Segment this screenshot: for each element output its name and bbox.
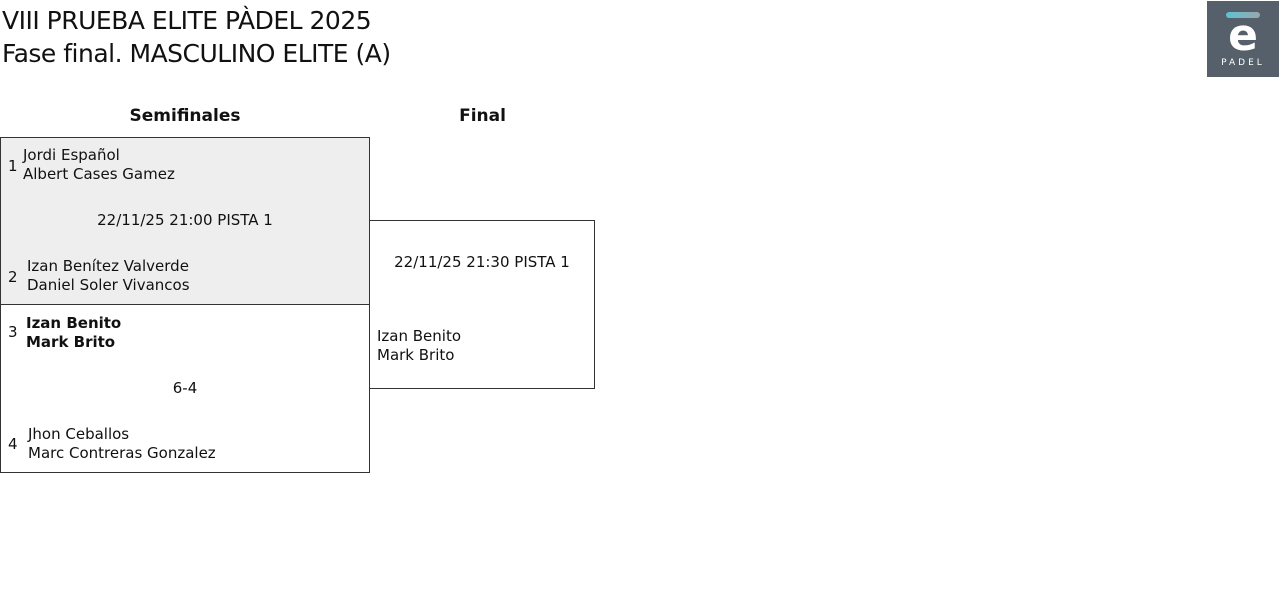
player: Marc Contreras Gonzalez (28, 444, 216, 462)
column-semifinales: Semifinales (129, 106, 241, 126)
match-semifinal-1[interactable] (0, 137, 370, 305)
player: Albert Cases Gamez (23, 165, 175, 183)
match-info: 22/11/25 21:00 PISTA 1 (97, 211, 273, 229)
match-final[interactable] (369, 220, 595, 389)
player: Izan Benítez Valverde (27, 257, 189, 275)
seed: 2 (8, 268, 18, 286)
seed: 1 (8, 157, 18, 175)
player: Jordi Español (23, 146, 120, 164)
match-score: 6-4 (172, 379, 198, 397)
player-winner: Izan Benito (26, 314, 122, 332)
player: Izan Benito (377, 327, 462, 345)
seed: 4 (8, 435, 18, 453)
page-subtitle: Fase final. MASCULINO ELITE (A) (2, 39, 391, 68)
player: Daniel Soler Vivancos (27, 276, 190, 294)
page-title: VIII PRUEBA ELITE PÀDEL 2025 (2, 6, 372, 35)
match-info: 22/11/25 21:30 PISTA 1 (394, 253, 570, 271)
player-winner: Mark Brito (26, 333, 116, 351)
player: Mark Brito (377, 346, 455, 364)
player: Jhon Ceballos (28, 425, 130, 443)
seed: 3 (8, 323, 18, 341)
column-final: Final (459, 106, 506, 126)
